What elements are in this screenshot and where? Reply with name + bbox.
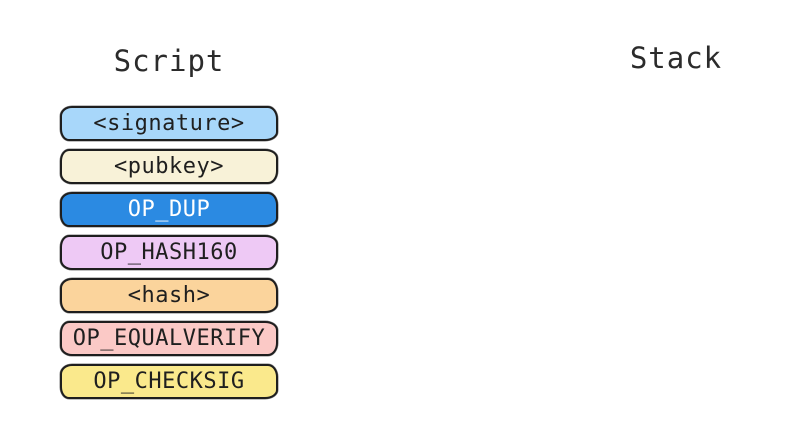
script-op-hash: <hash>: [60, 278, 278, 313]
stack-column-title: Stack: [629, 41, 723, 75]
script-op-equalverify: OP_EQUALVERIFY: [60, 321, 278, 356]
script-op-list: <signature> <pubkey> OP_DUP OP_HASH160 <…: [60, 106, 278, 399]
script-op-pubkey: <pubkey>: [60, 149, 278, 184]
script-op-hash160: OP_HASH160: [60, 235, 278, 270]
script-op-signature: <signature>: [60, 106, 278, 141]
stack-empty-area: [540, 106, 758, 399]
script-op-dup: OP_DUP: [60, 192, 278, 227]
script-column-title: Script: [113, 44, 225, 78]
script-op-checksig: OP_CHECKSIG: [60, 364, 278, 399]
